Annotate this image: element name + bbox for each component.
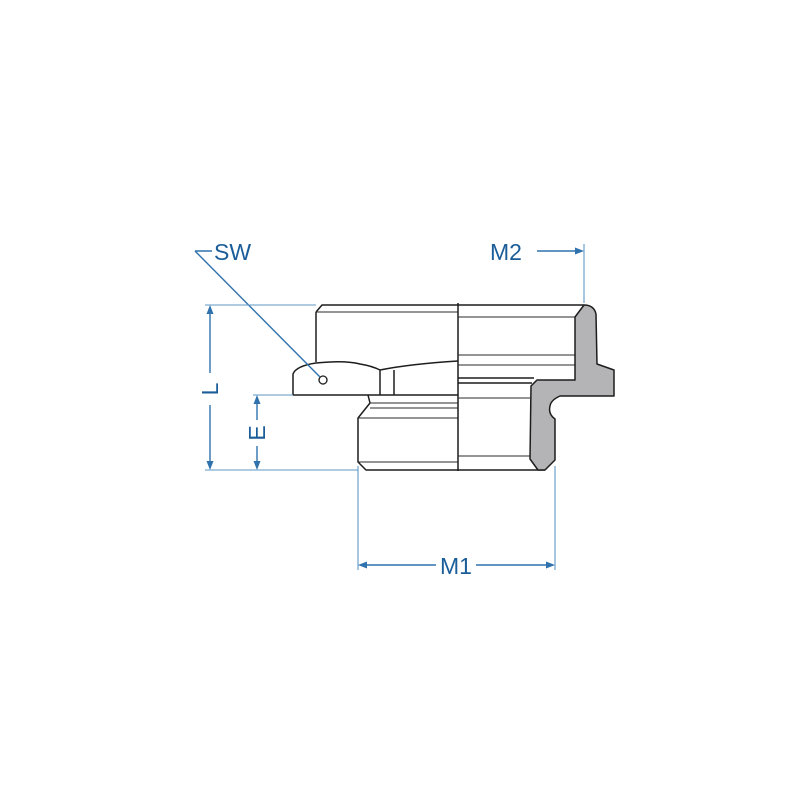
dimension-m2: M2 [490, 239, 585, 303]
dimension-sw: SW [194, 239, 321, 378]
sw-marker-circle [318, 375, 328, 385]
section-wall [529, 304, 615, 471]
fitting-section-view [458, 304, 615, 471]
label-e: E [244, 425, 270, 440]
label-m2: M2 [490, 239, 522, 265]
dimension-e: E [244, 394, 293, 470]
label-m1: M1 [440, 553, 472, 579]
label-sw: SW [214, 239, 251, 265]
dimension-m1: M1 [357, 466, 556, 579]
label-l: L [197, 382, 223, 395]
fitting-exterior-view [292, 303, 459, 471]
dimension-l: L [197, 304, 358, 471]
